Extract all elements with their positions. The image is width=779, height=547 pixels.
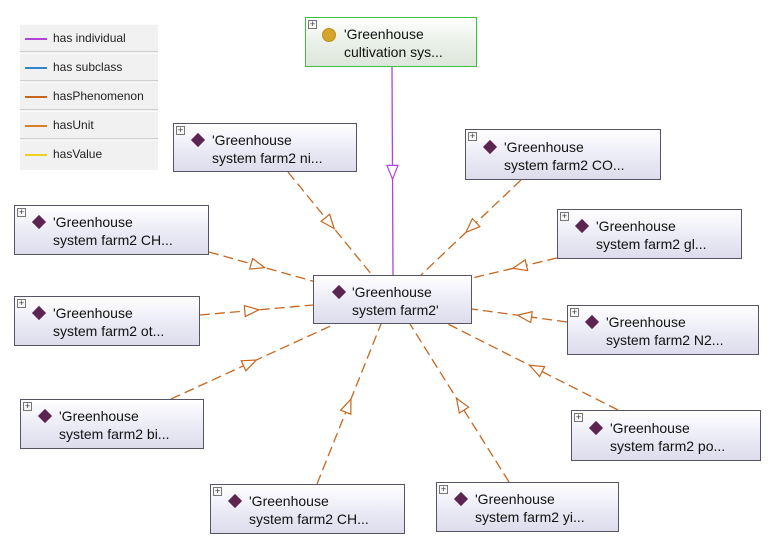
legend-item-has-subclass: has subclass bbox=[20, 53, 158, 81]
individual-node-ni[interactable]: + 'Greenhouse system farm2 ni... bbox=[173, 123, 357, 172]
individual-diamond-icon bbox=[584, 314, 600, 330]
individual-diamond-icon bbox=[482, 139, 498, 155]
edge-gl bbox=[471, 257, 558, 279]
edge-ni bbox=[287, 171, 373, 276]
edge-ch-left bbox=[208, 251, 317, 283]
node-label-line2: system farm2' bbox=[352, 302, 439, 318]
individual-node-ch-left[interactable]: + 'Greenhouse system farm2 CH... bbox=[14, 205, 209, 255]
edge-ot bbox=[199, 304, 314, 316]
expand-icon[interactable]: + bbox=[560, 211, 569, 221]
expand-icon[interactable]: + bbox=[17, 298, 26, 308]
node-label-line1: 'Greenhouse bbox=[352, 284, 432, 300]
edge-co-arrowhead bbox=[464, 217, 481, 234]
node-label-line2: system farm2 bi... bbox=[59, 426, 170, 442]
legend-item-has-individual: has individual bbox=[20, 24, 158, 52]
expand-icon[interactable]: + bbox=[23, 401, 32, 411]
legend-label-hasunit: hasUnit bbox=[53, 118, 94, 132]
expand-icon[interactable]: + bbox=[17, 207, 26, 217]
individual-node-ot[interactable]: + 'Greenhouse system farm2 ot... bbox=[14, 296, 200, 346]
has-individual-edge bbox=[391, 66, 394, 276]
legend-label-has-individual: has individual bbox=[53, 31, 126, 45]
expand-icon[interactable]: + bbox=[570, 307, 579, 317]
individual-diamond-icon bbox=[31, 305, 47, 321]
has-individual-arrowhead bbox=[386, 164, 399, 181]
node-label-line2: system farm2 ni... bbox=[212, 150, 323, 166]
edge-po-arrowhead bbox=[528, 364, 546, 378]
node-label-line1: 'Greenhouse bbox=[596, 218, 676, 234]
edge-ot-arrowhead bbox=[243, 304, 261, 318]
individual-diamond-icon bbox=[453, 491, 469, 507]
individual-node-bi[interactable]: + 'Greenhouse system farm2 bi... bbox=[20, 399, 204, 449]
node-label-line2: system farm2 CH... bbox=[53, 232, 173, 248]
node-label-line1: 'Greenhouse bbox=[475, 491, 555, 507]
edge-n2 bbox=[471, 308, 568, 323]
legend-label-hasphenomenon: hasPhenomenon bbox=[53, 89, 144, 103]
edge-yi-arrowhead bbox=[455, 396, 470, 415]
node-label-line1: 'Greenhouse bbox=[59, 408, 139, 424]
expand-icon[interactable]: + bbox=[439, 484, 448, 494]
node-label-line1: 'Greenhouse bbox=[344, 26, 424, 42]
edge-bi-arrowhead bbox=[240, 359, 258, 372]
expand-icon[interactable]: + bbox=[574, 412, 583, 422]
individual-diamond-icon bbox=[37, 408, 53, 424]
edge-ch-bottom bbox=[316, 323, 382, 485]
node-label-line1: 'Greenhouse bbox=[53, 214, 133, 230]
expand-icon[interactable]: + bbox=[213, 486, 222, 496]
legend-label-hasvalue: hasValue bbox=[53, 147, 103, 161]
individual-node-po[interactable]: + 'Greenhouse system farm2 po... bbox=[571, 410, 761, 461]
legend-swatch-has-subclass bbox=[25, 67, 47, 69]
individual-node-yi[interactable]: + 'Greenhouse system farm2 yi... bbox=[436, 482, 619, 532]
individual-node-co[interactable]: + 'Greenhouse system farm2 CO... bbox=[465, 129, 661, 180]
node-label-line2: system farm2 CO... bbox=[504, 157, 625, 173]
expand-icon[interactable]: + bbox=[308, 19, 317, 29]
node-label-line2: system farm2 gl... bbox=[596, 236, 707, 252]
node-label-line2: cultivation sys... bbox=[344, 44, 443, 60]
node-label-line2: system farm2 CH... bbox=[249, 511, 369, 527]
node-label-line1: 'Greenhouse bbox=[606, 314, 686, 330]
individual-diamond-icon bbox=[190, 132, 206, 148]
expand-icon[interactable]: + bbox=[468, 131, 477, 141]
individual-diamond-icon bbox=[574, 218, 590, 234]
legend-label-has-subclass: has subclass bbox=[53, 60, 123, 74]
node-label-line2: system farm2 yi... bbox=[475, 509, 585, 525]
node-label-line1: 'Greenhouse bbox=[610, 420, 690, 436]
node-label-line2: system farm2 po... bbox=[610, 438, 726, 454]
expand-icon[interactable]: + bbox=[176, 125, 185, 135]
individual-diamond-icon bbox=[31, 214, 47, 230]
legend: has individual has subclass hasPhenomeno… bbox=[20, 24, 158, 170]
class-circle-icon bbox=[322, 28, 336, 42]
node-label-line1: 'Greenhouse bbox=[249, 493, 329, 509]
individual-node-center[interactable]: 'Greenhouse system farm2' bbox=[313, 275, 472, 324]
node-label-line1: 'Greenhouse bbox=[504, 139, 584, 155]
edge-yi bbox=[409, 323, 510, 483]
edge-gl-arrowhead bbox=[511, 258, 529, 272]
edge-ch-bottom-arrowhead bbox=[339, 397, 352, 416]
legend-item-hasvalue: hasValue bbox=[20, 140, 158, 168]
individual-node-n2[interactable]: + 'Greenhouse system farm2 N2... bbox=[567, 305, 759, 355]
node-label-line2: system farm2 N2... bbox=[606, 332, 724, 348]
legend-swatch-has-individual bbox=[25, 38, 47, 40]
legend-swatch-hasphenomenon bbox=[25, 96, 47, 98]
edge-ch-left-arrowhead bbox=[248, 257, 267, 270]
node-label-line1: 'Greenhouse bbox=[212, 132, 292, 148]
class-node-greenhouse-cultivation[interactable]: + 'Greenhouse cultivation sys... bbox=[305, 17, 477, 67]
edge-ni-arrowhead bbox=[320, 213, 336, 230]
legend-swatch-hasunit bbox=[25, 125, 47, 127]
legend-swatch-hasvalue bbox=[25, 154, 47, 156]
edge-n2-arrowhead bbox=[515, 310, 533, 324]
individual-diamond-icon bbox=[227, 493, 243, 509]
individual-diamond-icon bbox=[588, 420, 604, 436]
individual-diamond-icon bbox=[331, 284, 347, 300]
legend-item-hasunit: hasUnit bbox=[20, 111, 158, 139]
edge-co bbox=[420, 179, 522, 276]
node-label-line2: system farm2 ot... bbox=[53, 323, 165, 339]
individual-node-ch-bottom[interactable]: + 'Greenhouse system farm2 CH... bbox=[210, 484, 405, 534]
legend-item-hasphenomenon: hasPhenomenon bbox=[20, 82, 158, 110]
individual-node-gl[interactable]: + 'Greenhouse system farm2 gl... bbox=[557, 209, 742, 259]
node-label-line1: 'Greenhouse bbox=[53, 305, 133, 321]
